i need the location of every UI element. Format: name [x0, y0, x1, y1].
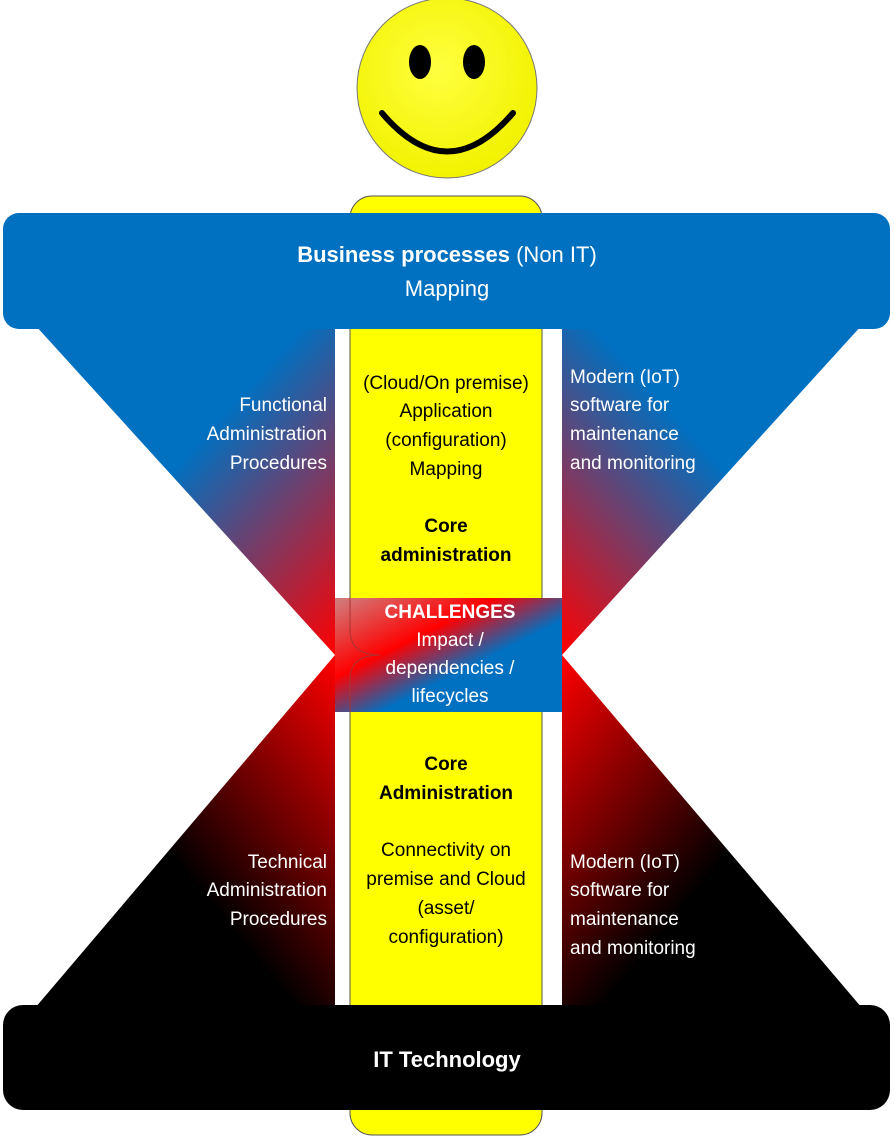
right-lower-line: Modern (IoT) [570, 852, 680, 873]
lower-right-wedge [562, 655, 862, 1020]
right-upper-line: software for [570, 395, 670, 416]
center-upper-bold: administration [381, 545, 512, 566]
right-upper-line: Modern (IoT) [570, 367, 680, 388]
top-bar-title: Business processes [297, 242, 510, 267]
center-lower-line: Connectivity on [381, 840, 511, 861]
challenges-line: Impact / [416, 630, 484, 651]
right-upper-line: and monitoring [570, 453, 696, 474]
center-upper-line: Mapping [410, 459, 483, 480]
upper-left-wedge [35, 325, 335, 655]
left-upper-line: Functional [239, 395, 327, 416]
center-upper-line: Application [400, 401, 493, 422]
top-bar-title-rest: (Non IT) [516, 242, 597, 267]
right-lower-line: maintenance [570, 909, 679, 930]
left-upper-line: Procedures [230, 453, 327, 474]
left-lower-line: Administration [207, 880, 327, 901]
center-lower-line: (asset/ [417, 898, 475, 919]
center-upper-bold: Core [424, 516, 467, 537]
svg-text:Business processes (Non IT: Business processes (Non IT) [297, 242, 597, 267]
center-lower-bold: Administration [379, 783, 513, 804]
smiley-face-icon [356, 0, 538, 179]
left-upper-line: Administration [207, 424, 327, 445]
center-upper-line: (Cloud/On premise) [363, 373, 529, 394]
challenges-title: CHALLENGES [385, 602, 516, 623]
center-lower-bold: Core [424, 754, 467, 775]
center-upper-line: (configuration) [385, 430, 506, 451]
business-processes-bar [3, 213, 890, 329]
lower-left-wedge [35, 655, 335, 1020]
center-lower-line: premise and Cloud [366, 869, 525, 890]
challenges-line: dependencies / [386, 658, 516, 679]
left-lower-line: Technical [248, 852, 327, 873]
top-bar-subtitle: Mapping [405, 276, 489, 301]
bottom-bar-title: IT Technology [373, 1047, 521, 1072]
upper-right-wedge [562, 325, 862, 655]
center-lower-line: configuration) [388, 927, 503, 948]
left-lower-line: Procedures [230, 909, 327, 930]
challenges-line: lifecycles [411, 686, 488, 707]
right-lower-line: and monitoring [570, 938, 696, 959]
it-technology-bar [3, 1005, 890, 1110]
right-upper-line: maintenance [570, 424, 679, 445]
right-lower-line: software for [570, 880, 670, 901]
